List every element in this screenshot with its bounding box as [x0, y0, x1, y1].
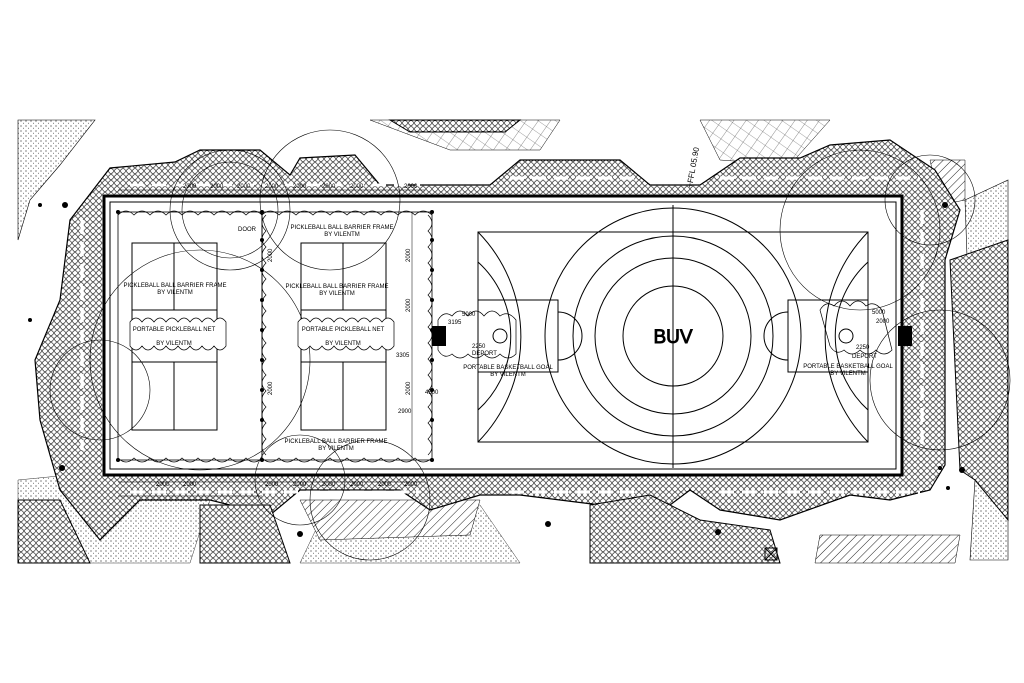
dim-vert-3: 2000: [406, 381, 412, 395]
court-slab: [102, 194, 904, 477]
net-label-1: PORTABLE PICKLEBALL NET: [133, 327, 216, 333]
net-by-2: BY VILENTM: [325, 341, 361, 347]
dim-top-6: 2000: [322, 184, 336, 190]
barrier-frame-by-4: BY VILENTM: [318, 446, 354, 452]
dim-bottom-8: 2000: [404, 482, 418, 488]
dim-top-4: 2000: [265, 184, 279, 190]
dim-top-1: 2000: [183, 184, 197, 190]
barrier-frame-by-1: BY VILENTM: [157, 290, 193, 296]
dim-bottom-1: 2000: [156, 482, 170, 488]
basketball-goal-stands: [432, 300, 912, 359]
tree-circles: [49, 129, 1011, 561]
dim-bottom-5: 2000: [322, 482, 336, 488]
corner-box-icon: [764, 547, 778, 561]
dim-right-5000: 5000: [872, 310, 886, 316]
basket-goal-by-right: BY VILENTM: [830, 371, 866, 377]
net-by-1: BY VILENTM: [156, 341, 192, 347]
barrier-frame-label-2: PICKLEBALL BALL BARRIER FRAME: [286, 284, 389, 290]
dim-right-2000: 2000: [876, 319, 890, 325]
barrier-frame-label-4: PICKLEBALL BALL BARRIER FRAME: [285, 439, 388, 445]
dim-left-2250: 2250: [472, 344, 486, 350]
dim-vert-5: 2000: [268, 381, 274, 395]
net-label-2: PORTABLE PICKLEBALL NET: [302, 327, 385, 333]
basket-goal-by-left: BY VILENTM: [490, 372, 526, 378]
dim-bottom-6: 2000: [350, 482, 364, 488]
deport-left: DEPORT: [472, 351, 497, 357]
ring-dashes: [80, 176, 924, 494]
dim-left-3195: 3195: [448, 320, 462, 326]
dim-mid-4500: 4500: [425, 390, 439, 396]
dim-bottom-2: 2000: [183, 482, 197, 488]
barrier-frame-by-2: BY VILENTM: [319, 291, 355, 297]
dim-bottom-7: 2000: [378, 482, 392, 488]
dim-right-2250: 2250: [856, 345, 870, 351]
dimension-lines: [118, 189, 425, 497]
dim-vert-1: 2000: [406, 248, 412, 262]
basket-goal-label-right: PORTABLE BASKETBALL GOAL: [803, 364, 893, 370]
dim-top-8: 2000: [404, 184, 418, 190]
dim-vert-2: 2000: [406, 298, 412, 312]
dim-mid-3305: 3305: [396, 353, 410, 359]
deport-right: DEPORT: [852, 354, 877, 360]
dim-top-3: 2000: [237, 184, 251, 190]
dim-bottom-4: 2000: [293, 482, 307, 488]
basket-goal-label-left: PORTABLE BASKETBALL GOAL: [463, 365, 553, 371]
barrier-frame-label-3: PICKLEBALL BALL BARRIER FRAME: [291, 225, 394, 231]
dim-mid-2900: 2900: [398, 409, 412, 415]
landscape-markers: [28, 202, 965, 537]
door-label: DOOR: [238, 227, 257, 233]
basketball-court: [477, 205, 869, 468]
dim-bottom-3: 2000: [265, 482, 279, 488]
dim-left-5000: 5000: [462, 312, 476, 318]
level-mark: +FFL 05.90: [685, 146, 701, 188]
dim-top-2: 2000: [210, 184, 224, 190]
barrier-frame-by-3: BY VILENTM: [324, 232, 360, 238]
dim-top-7: 2000: [350, 184, 364, 190]
logo-buv: BUV: [653, 327, 692, 348]
dim-top-5: 2000: [293, 184, 307, 190]
net-clouds: [129, 317, 395, 351]
dim-vert-4: 2000: [268, 248, 274, 262]
barrier-frame-label-1: PICKLEBALL BALL BARRIER FRAME: [124, 283, 227, 289]
